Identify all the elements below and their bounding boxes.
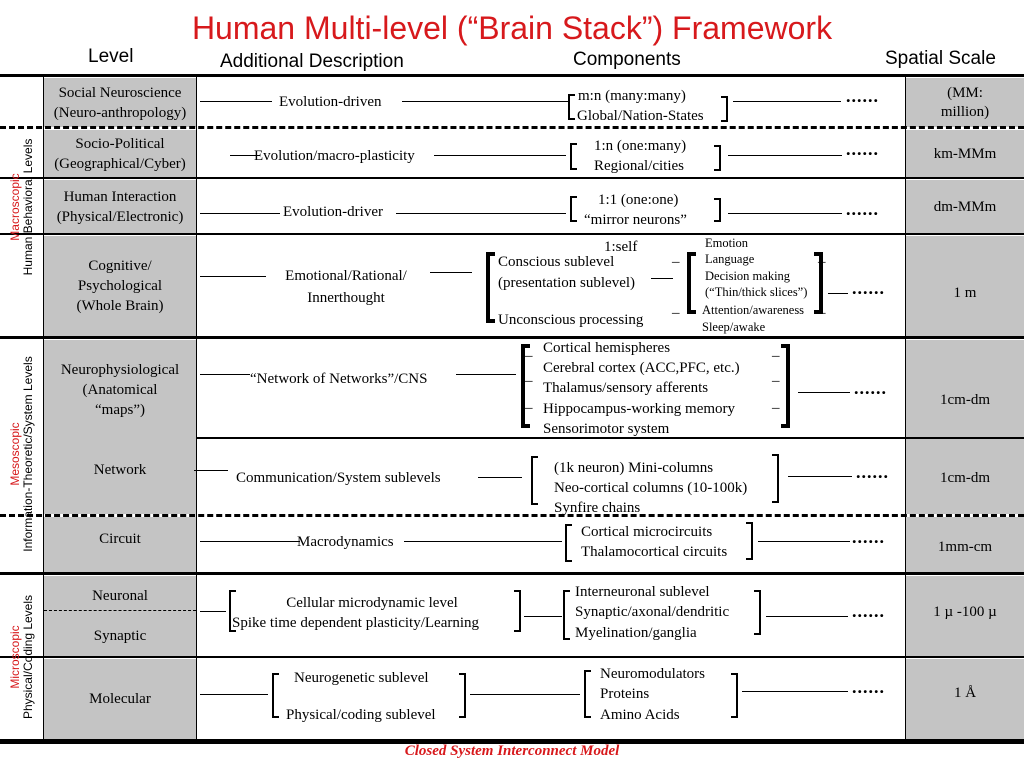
- table-bottom-border: [0, 739, 1024, 744]
- desc-network: Communication/System sublevels: [236, 470, 441, 486]
- scale-cell-neuronal: 1 µ -100 µ: [906, 576, 1024, 656]
- scale-cell-socio: km-MMm: [906, 130, 1024, 177]
- level-cell-network: Network: [44, 440, 196, 514]
- comp-neurophysiological-4: Sensorimotor system: [543, 421, 670, 437]
- ellipsis-neuronal: ......: [852, 601, 885, 621]
- level-neuronal: Neuronal: [92, 588, 148, 604]
- level-column-border: [196, 74, 197, 742]
- comp-molecular-0: Neuromodulators: [600, 666, 705, 682]
- comp-socio-1: Regional/cities: [594, 158, 684, 174]
- ellipsis-cognitive: ......: [852, 278, 885, 298]
- dashed-divider-network: [0, 514, 1024, 517]
- scale-cell-circuit: 1mm-cm: [906, 517, 1024, 572]
- comp-social-1: Global/Nation-States: [577, 108, 704, 124]
- desc-neuronal-1: Spike time dependent plasticity/Learning: [232, 615, 480, 631]
- ellipsis-molecular: ......: [852, 677, 885, 697]
- cognitive-sublevel-0: Conscious sublevel: [498, 254, 615, 270]
- cognitive-function-0: Emotion: [705, 236, 749, 250]
- scale-cell-social: (MM:million): [906, 78, 1024, 127]
- desc-neurophysiological: “Network of Networks”/CNS: [250, 371, 428, 387]
- comp-neurophysiological-3: Hippocampus-working memory: [543, 401, 736, 417]
- row-divider-neurophysiological: [196, 437, 1024, 439]
- scale-cell-neurophysiological: 1cm-dm: [906, 340, 1024, 440]
- row-divider-socio: [0, 177, 1024, 179]
- cognitive-function-4: Attention/awareness: [702, 303, 805, 317]
- ellipsis-socio: ......: [846, 139, 879, 159]
- row-divider-interaction: [0, 233, 1024, 235]
- cognitive-function-2: Decision making: [705, 269, 791, 283]
- desc-interaction: Evolution-driver: [283, 204, 383, 220]
- comp-circuit-1: Thalamocortical circuits: [581, 544, 728, 560]
- desc-neuronal-0: Cellular microdynamic level: [286, 595, 458, 611]
- level-cell-interaction: Human Interaction(Physical/Electronic): [44, 180, 196, 233]
- desc-social: Evolution-driven: [279, 94, 382, 110]
- desc-cognitive-0: Emotional/Rational/: [285, 268, 407, 284]
- cognitive-function-5: Sleep/awake: [702, 320, 766, 334]
- table-top-border: [0, 74, 1024, 77]
- comp-interaction-1: “mirror neurons”: [584, 212, 687, 228]
- scale-cell-interaction: dm-MMm: [906, 180, 1024, 233]
- ellipsis-social: ......: [846, 86, 879, 106]
- level-cell-socio: Socio-Political(Geographical/Cyber): [44, 130, 196, 177]
- ellipsis-neurophysiological: ......: [854, 378, 887, 398]
- level-cell-molecular: Molecular: [44, 659, 196, 739]
- cognitive-function-3: (“Thin/thick slices”): [705, 285, 808, 299]
- ellipsis-network: ......: [856, 462, 889, 482]
- ellipsis-interaction: ......: [846, 199, 879, 219]
- comp-social-0: m:n (many:many): [578, 88, 686, 104]
- comp-neuronal-1: Synaptic/axonal/dendritic: [575, 604, 730, 620]
- comp-circuit-0: Cortical microcircuits: [581, 524, 713, 540]
- comp-network-0: (1k neuron) Mini-columns: [554, 460, 714, 476]
- section-divider-macro: [0, 336, 1024, 339]
- left-column-border: [43, 74, 44, 742]
- comp-network-2: Synfire chains: [554, 500, 641, 516]
- desc-molecular-0: Neurogenetic sublevel: [294, 670, 429, 686]
- level-cell-circuit: Circuit: [44, 517, 196, 572]
- comp-neurophysiological-0: Cortical hemispheres: [543, 340, 671, 356]
- footer-caption: Closed System Interconnect Model: [404, 743, 620, 759]
- level-cell-neurophysiological: Neurophysiological(Anatomical“maps”): [44, 340, 196, 440]
- level-cell-social: Social Neuroscience(Neuro-anthropology): [44, 78, 196, 127]
- cognitive-sublevel-2: Unconscious processing: [498, 312, 644, 328]
- comp-network-1: Neo-cortical columns (10-100k): [554, 480, 748, 496]
- comp-neuronal-0: Interneuronal sublevel: [575, 584, 710, 600]
- ellipsis-circuit: ......: [852, 527, 885, 547]
- desc-circuit: Macrodynamics: [297, 534, 394, 550]
- scale-cell-cognitive: 1 m: [906, 236, 1024, 336]
- section-divider-meso: [0, 572, 1024, 575]
- cognitive-self-label: 1:self: [604, 239, 638, 255]
- neuronal-synaptic-divider: [44, 610, 196, 611]
- level-cell-cognitive: Cognitive/Psychological(Whole Brain): [44, 236, 196, 336]
- comp-neuronal-2: Myelination/ganglia: [575, 625, 697, 641]
- cognitive-function-1: Language: [705, 252, 755, 266]
- header-components: Components: [573, 49, 681, 70]
- comp-interaction-0: 1:1 (one:one): [598, 192, 679, 208]
- comp-molecular-1: Proteins: [600, 686, 650, 702]
- desc-molecular-1: Physical/coding sublevel: [286, 707, 436, 723]
- header-description: Additional Description: [220, 51, 404, 72]
- row-divider-neuronal: [0, 656, 1024, 658]
- comp-socio-0: 1:n (one:many): [594, 138, 687, 154]
- level-synaptic: Synaptic: [93, 628, 147, 644]
- header-spatial-scale: Spatial Scale: [885, 48, 996, 69]
- comp-neurophysiological-1: Cerebral cortex (ACC,PFC, etc.): [543, 360, 740, 376]
- comp-neurophysiological-2: Thalamus/sensory afferents: [543, 380, 709, 396]
- desc-socio: Evolution/macro-plasticity: [254, 148, 415, 164]
- header-level: Level: [88, 46, 134, 67]
- scale-cell-molecular: 1 Å: [906, 659, 1024, 739]
- cognitive-sublevel-1: (presentation sublevel): [498, 275, 636, 291]
- dashed-divider-social: [0, 126, 1024, 129]
- level-cell-neuronal-synaptic: [44, 576, 196, 656]
- scale-column-border: [905, 74, 906, 742]
- scale-cell-network: 1cm-dm: [906, 440, 1024, 514]
- desc-cognitive-1: Innerthought: [307, 290, 385, 306]
- page-title: Human Multi-level (“Brain Stack”) Framew…: [191, 10, 833, 46]
- comp-molecular-2: Amino Acids: [600, 707, 680, 723]
